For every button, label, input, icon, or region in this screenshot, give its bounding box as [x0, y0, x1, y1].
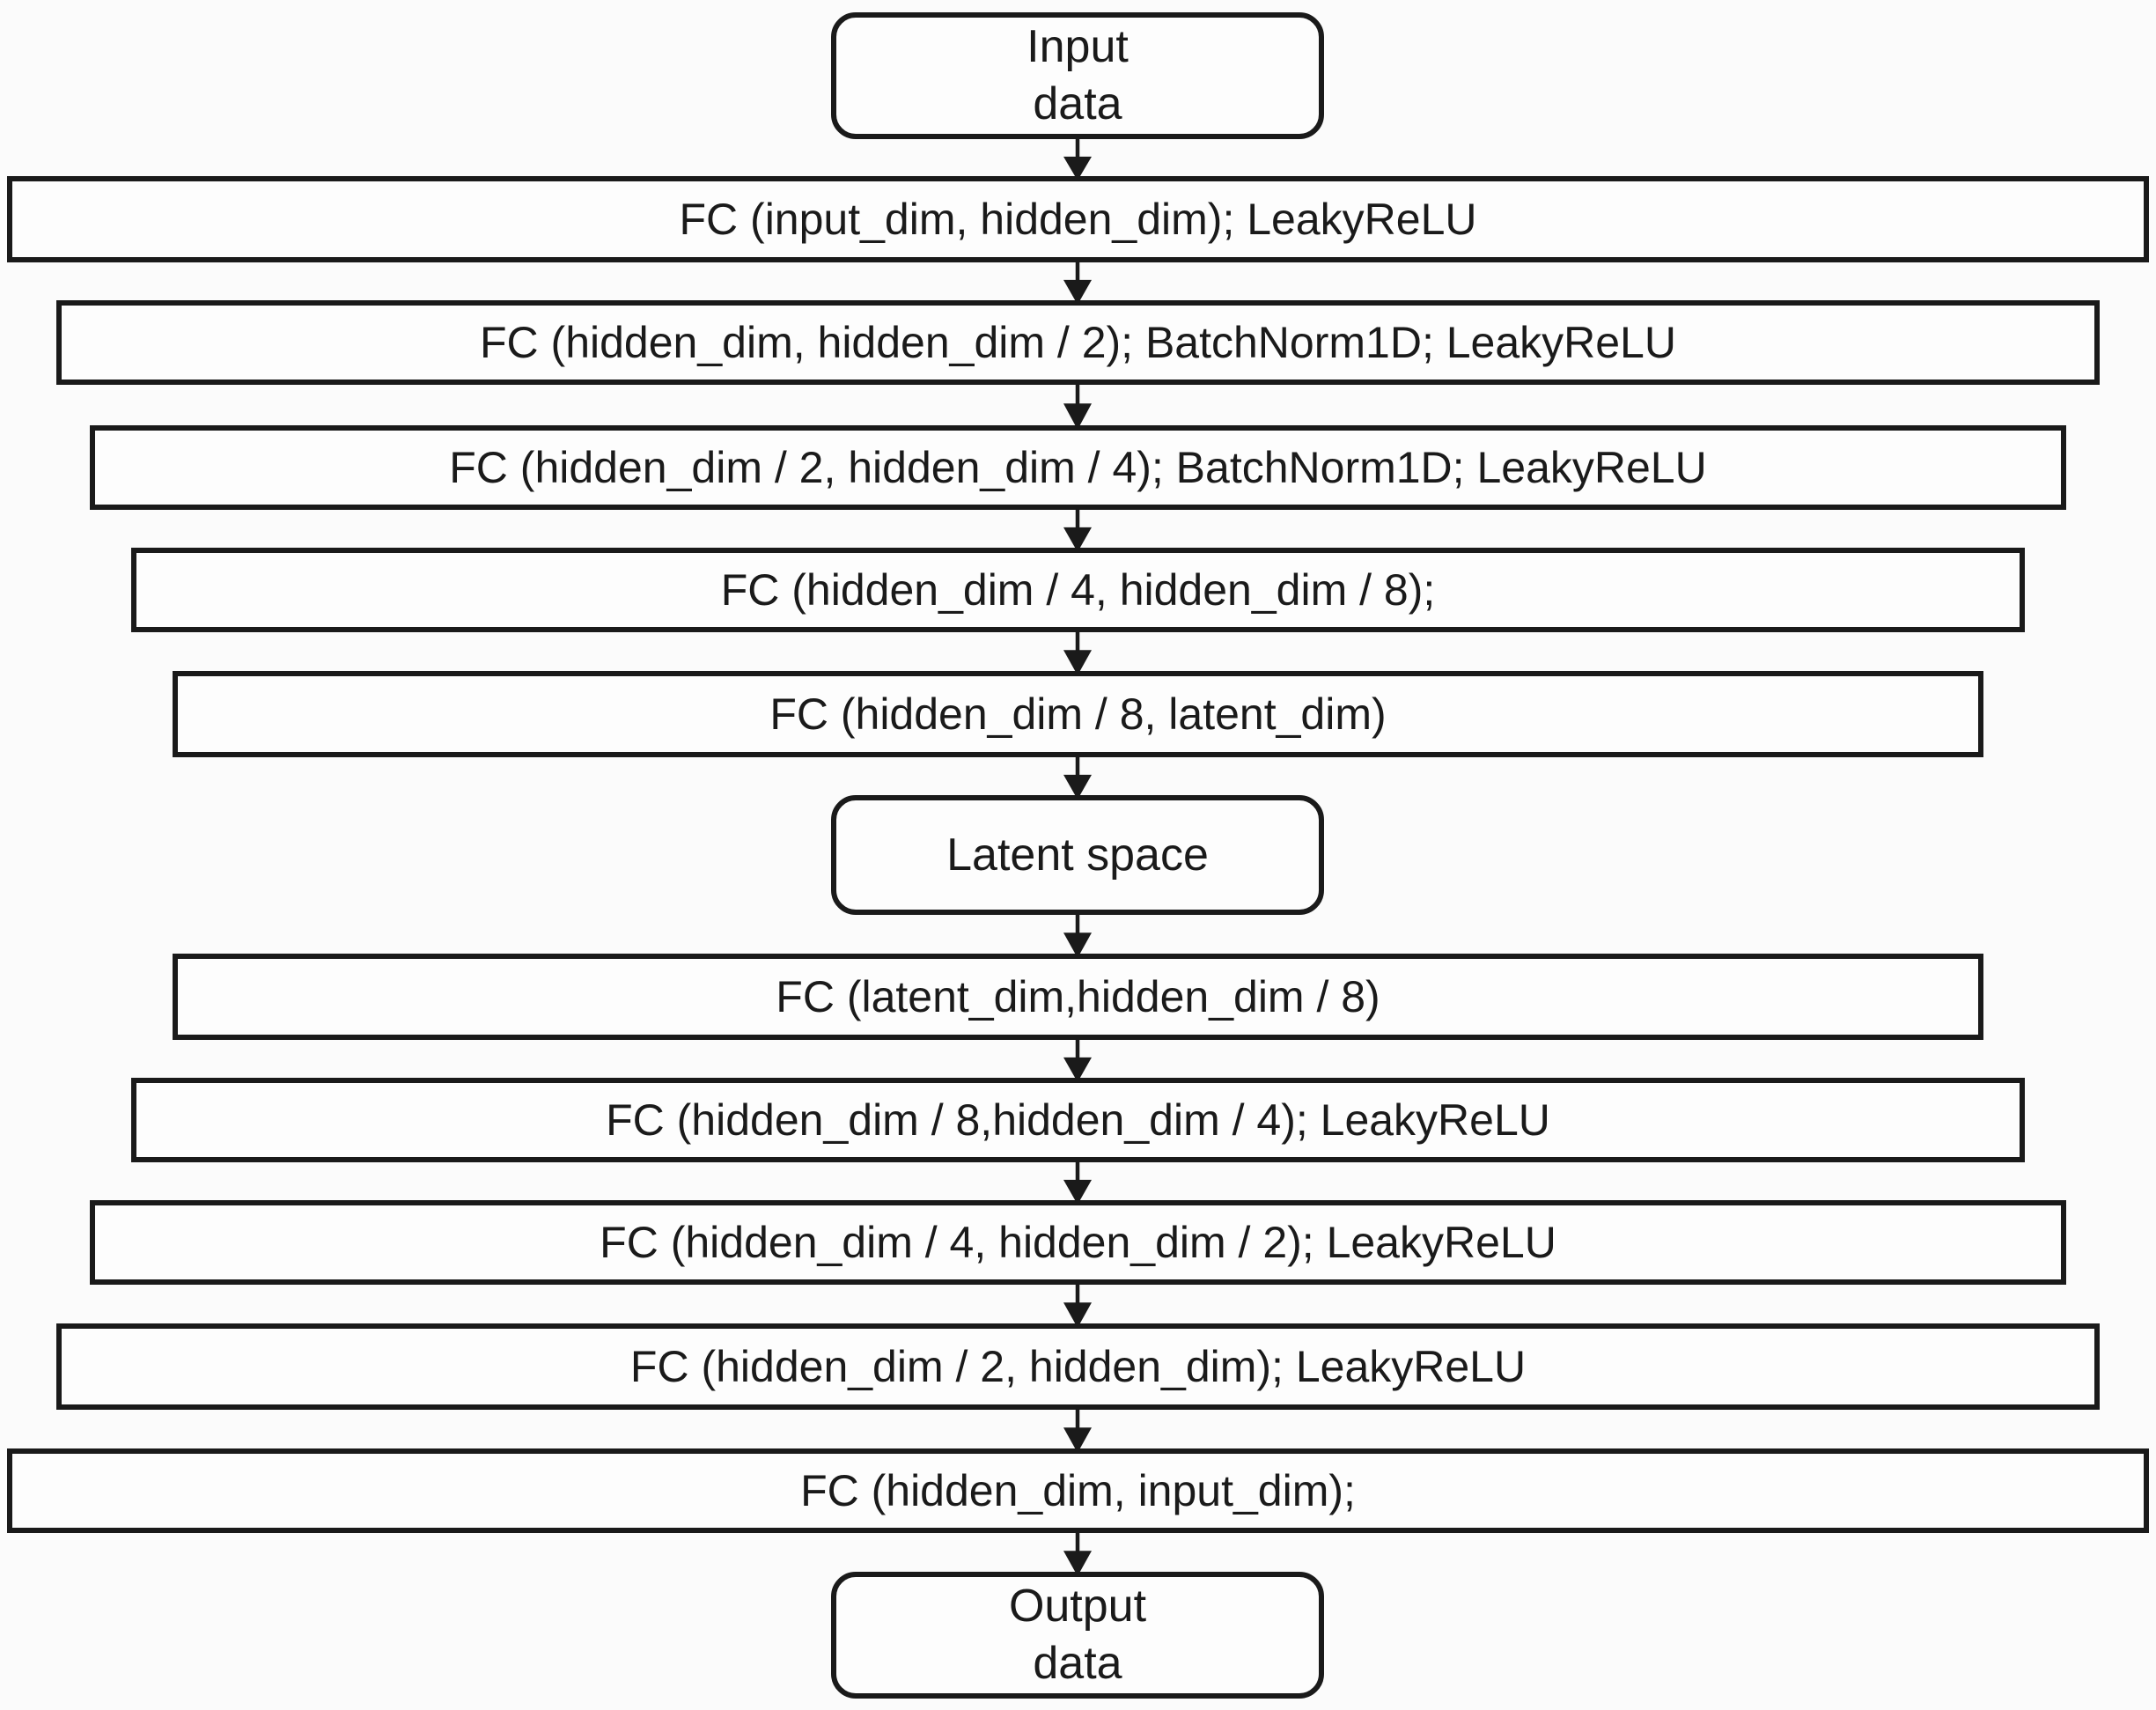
node-enc-fc-2: FC (hidden_dim, hidden_dim / 2); BatchNo… [56, 300, 2100, 385]
node-dec-fc-3: FC (hidden_dim / 4, hidden_dim / 2); Lea… [90, 1200, 2066, 1285]
arrow-down-icon [1060, 1529, 1095, 1576]
node-input-data: Input data [831, 12, 1324, 139]
arrow-down-icon [1060, 629, 1095, 675]
node-enc-fc-5: FC (hidden_dim / 8, latent_dim) [173, 671, 1983, 757]
node-enc-fc-1: FC (input_dim, hidden_dim); LeakyReLU [7, 176, 2149, 262]
arrow-down-icon [1060, 506, 1095, 552]
arrow-down-icon [1060, 1159, 1095, 1205]
arrow-down-icon [1060, 1036, 1095, 1082]
node-dec-fc-4: FC (hidden_dim / 2, hidden_dim); LeakyRe… [56, 1323, 2100, 1410]
arrow-down-icon [1060, 136, 1095, 181]
node-enc-fc-4: FC (hidden_dim / 4, hidden_dim / 8); [131, 548, 2025, 632]
arrow-down-icon [1060, 259, 1095, 305]
node-enc-fc-3: FC (hidden_dim / 2, hidden_dim / 4); Bat… [90, 425, 2066, 510]
arrow-down-icon [1060, 381, 1095, 430]
node-dec-fc-2: FC (hidden_dim / 8,hidden_dim / 4); Leak… [131, 1078, 2025, 1162]
arrow-down-icon [1060, 754, 1095, 800]
node-dec-fc-5: FC (hidden_dim, input_dim); [7, 1448, 2149, 1533]
arrow-down-icon [1060, 1406, 1095, 1453]
arrow-down-icon [1060, 1281, 1095, 1328]
node-dec-fc-1: FC (latent_dim,hidden_dim / 8) [173, 954, 1983, 1040]
node-latent-space: Latent space [831, 795, 1324, 915]
arrow-down-icon [1060, 911, 1095, 958]
node-output-data: Output data [831, 1572, 1324, 1699]
